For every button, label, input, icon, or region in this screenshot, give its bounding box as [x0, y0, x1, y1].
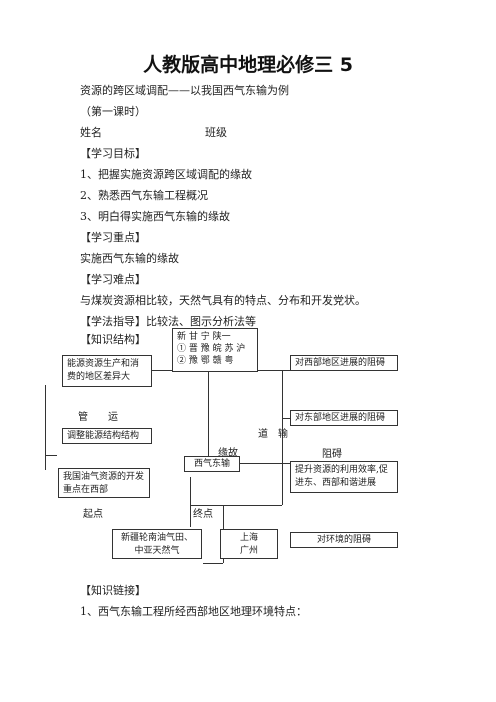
connector-line — [203, 563, 223, 564]
goal-item: 3、明白得实施西气东输的缘故 — [80, 210, 230, 223]
route-label: 道 输 — [258, 429, 288, 440]
connector-line — [282, 370, 290, 371]
environment-impact-box: 对环境的阻碍 — [290, 532, 398, 548]
name-label: 姓名 — [80, 126, 102, 139]
provinces-line: ② 豫 鄂 赣 粤 — [177, 356, 234, 366]
subtitle: 资源的跨区域调配——以我国西气东输为例 — [80, 84, 289, 97]
connector-line — [190, 477, 191, 527]
link-heading: 【知识链接】 — [80, 584, 146, 597]
end-point-label: 终点 — [193, 509, 213, 520]
regional-difference-box: 能源资源生产和消费的地区差异大 — [62, 355, 152, 387]
connector-line — [190, 505, 282, 506]
difficulty-text: 与煤炭资源相比较，天然气具有的特点、分布和开发党状。 — [80, 294, 366, 307]
lesson-label: （第一课时） — [80, 105, 146, 118]
provinces-box: 新 甘 宁 陕一 ① 晋 豫 皖 苏 沪 ② 豫 鄂 赣 粤 — [172, 328, 258, 372]
goals-heading: 【学习目标】 — [80, 147, 146, 160]
goal-item: 2、熟悉西气东输工程概况 — [80, 189, 208, 202]
method-text: 比较法、图示分析法等 — [146, 315, 256, 328]
connector-line — [282, 370, 283, 505]
goal-item: 1、把握实施资源跨区域调配的缘故 — [80, 168, 252, 181]
provinces-line: 新 甘 宁 陕一 — [177, 332, 231, 342]
connector-line — [282, 418, 290, 419]
start-point-label: 起点 — [83, 509, 103, 520]
connector-line — [258, 370, 290, 371]
efficiency-box: 提升资源的利用效率,促进东、西部和谐进展 — [290, 461, 398, 493]
end-location-line: 广州 — [239, 546, 258, 556]
reason-label: 缘故 — [218, 448, 238, 459]
west-east-gas-box: 西气东输 — [184, 456, 240, 472]
east-region-impact-box: 对东部地区进展的阻碍 — [290, 410, 398, 426]
key-heading: 【学习重点】 — [80, 231, 146, 244]
method-line: 【学法指导】比较法、图示分析法等 — [80, 315, 256, 329]
end-location-box: 上海 广州 — [220, 529, 278, 559]
method-heading: 【学法指导】 — [80, 315, 146, 328]
pipeline-label: 管 运 — [78, 412, 118, 423]
end-location-line: 上海 — [239, 533, 258, 543]
structure-heading: 【知识结构】 — [80, 333, 146, 346]
energy-structure-box: 调整能源结构结构 — [62, 428, 152, 444]
class-label: 班级 — [205, 126, 227, 139]
connector-line — [150, 370, 185, 371]
difficulty-heading: 【学习难点】 — [80, 273, 146, 286]
obstacle-label: 阻碍 — [322, 449, 342, 460]
key-point: 实施西气东输的缘故 — [80, 252, 179, 265]
start-location-box: 新疆轮南油气田、中亚天然气 — [112, 529, 202, 559]
connector-line — [239, 463, 290, 464]
link-item: 1、西气东输工程所经西部地区地理环境特点： — [80, 605, 307, 618]
connector-line — [208, 372, 209, 456]
provinces-line: ① 晋 豫 皖 苏 沪 — [177, 344, 246, 354]
connector-line — [45, 455, 57, 456]
page-title: 人教版高中地理必修三 5 — [143, 54, 353, 76]
oil-gas-development-box: 我国油气资源的开发重点在西部 — [58, 468, 150, 498]
connector-line — [45, 385, 46, 470]
west-region-impact-box: 对西部地区进展的阻碍 — [290, 355, 398, 371]
